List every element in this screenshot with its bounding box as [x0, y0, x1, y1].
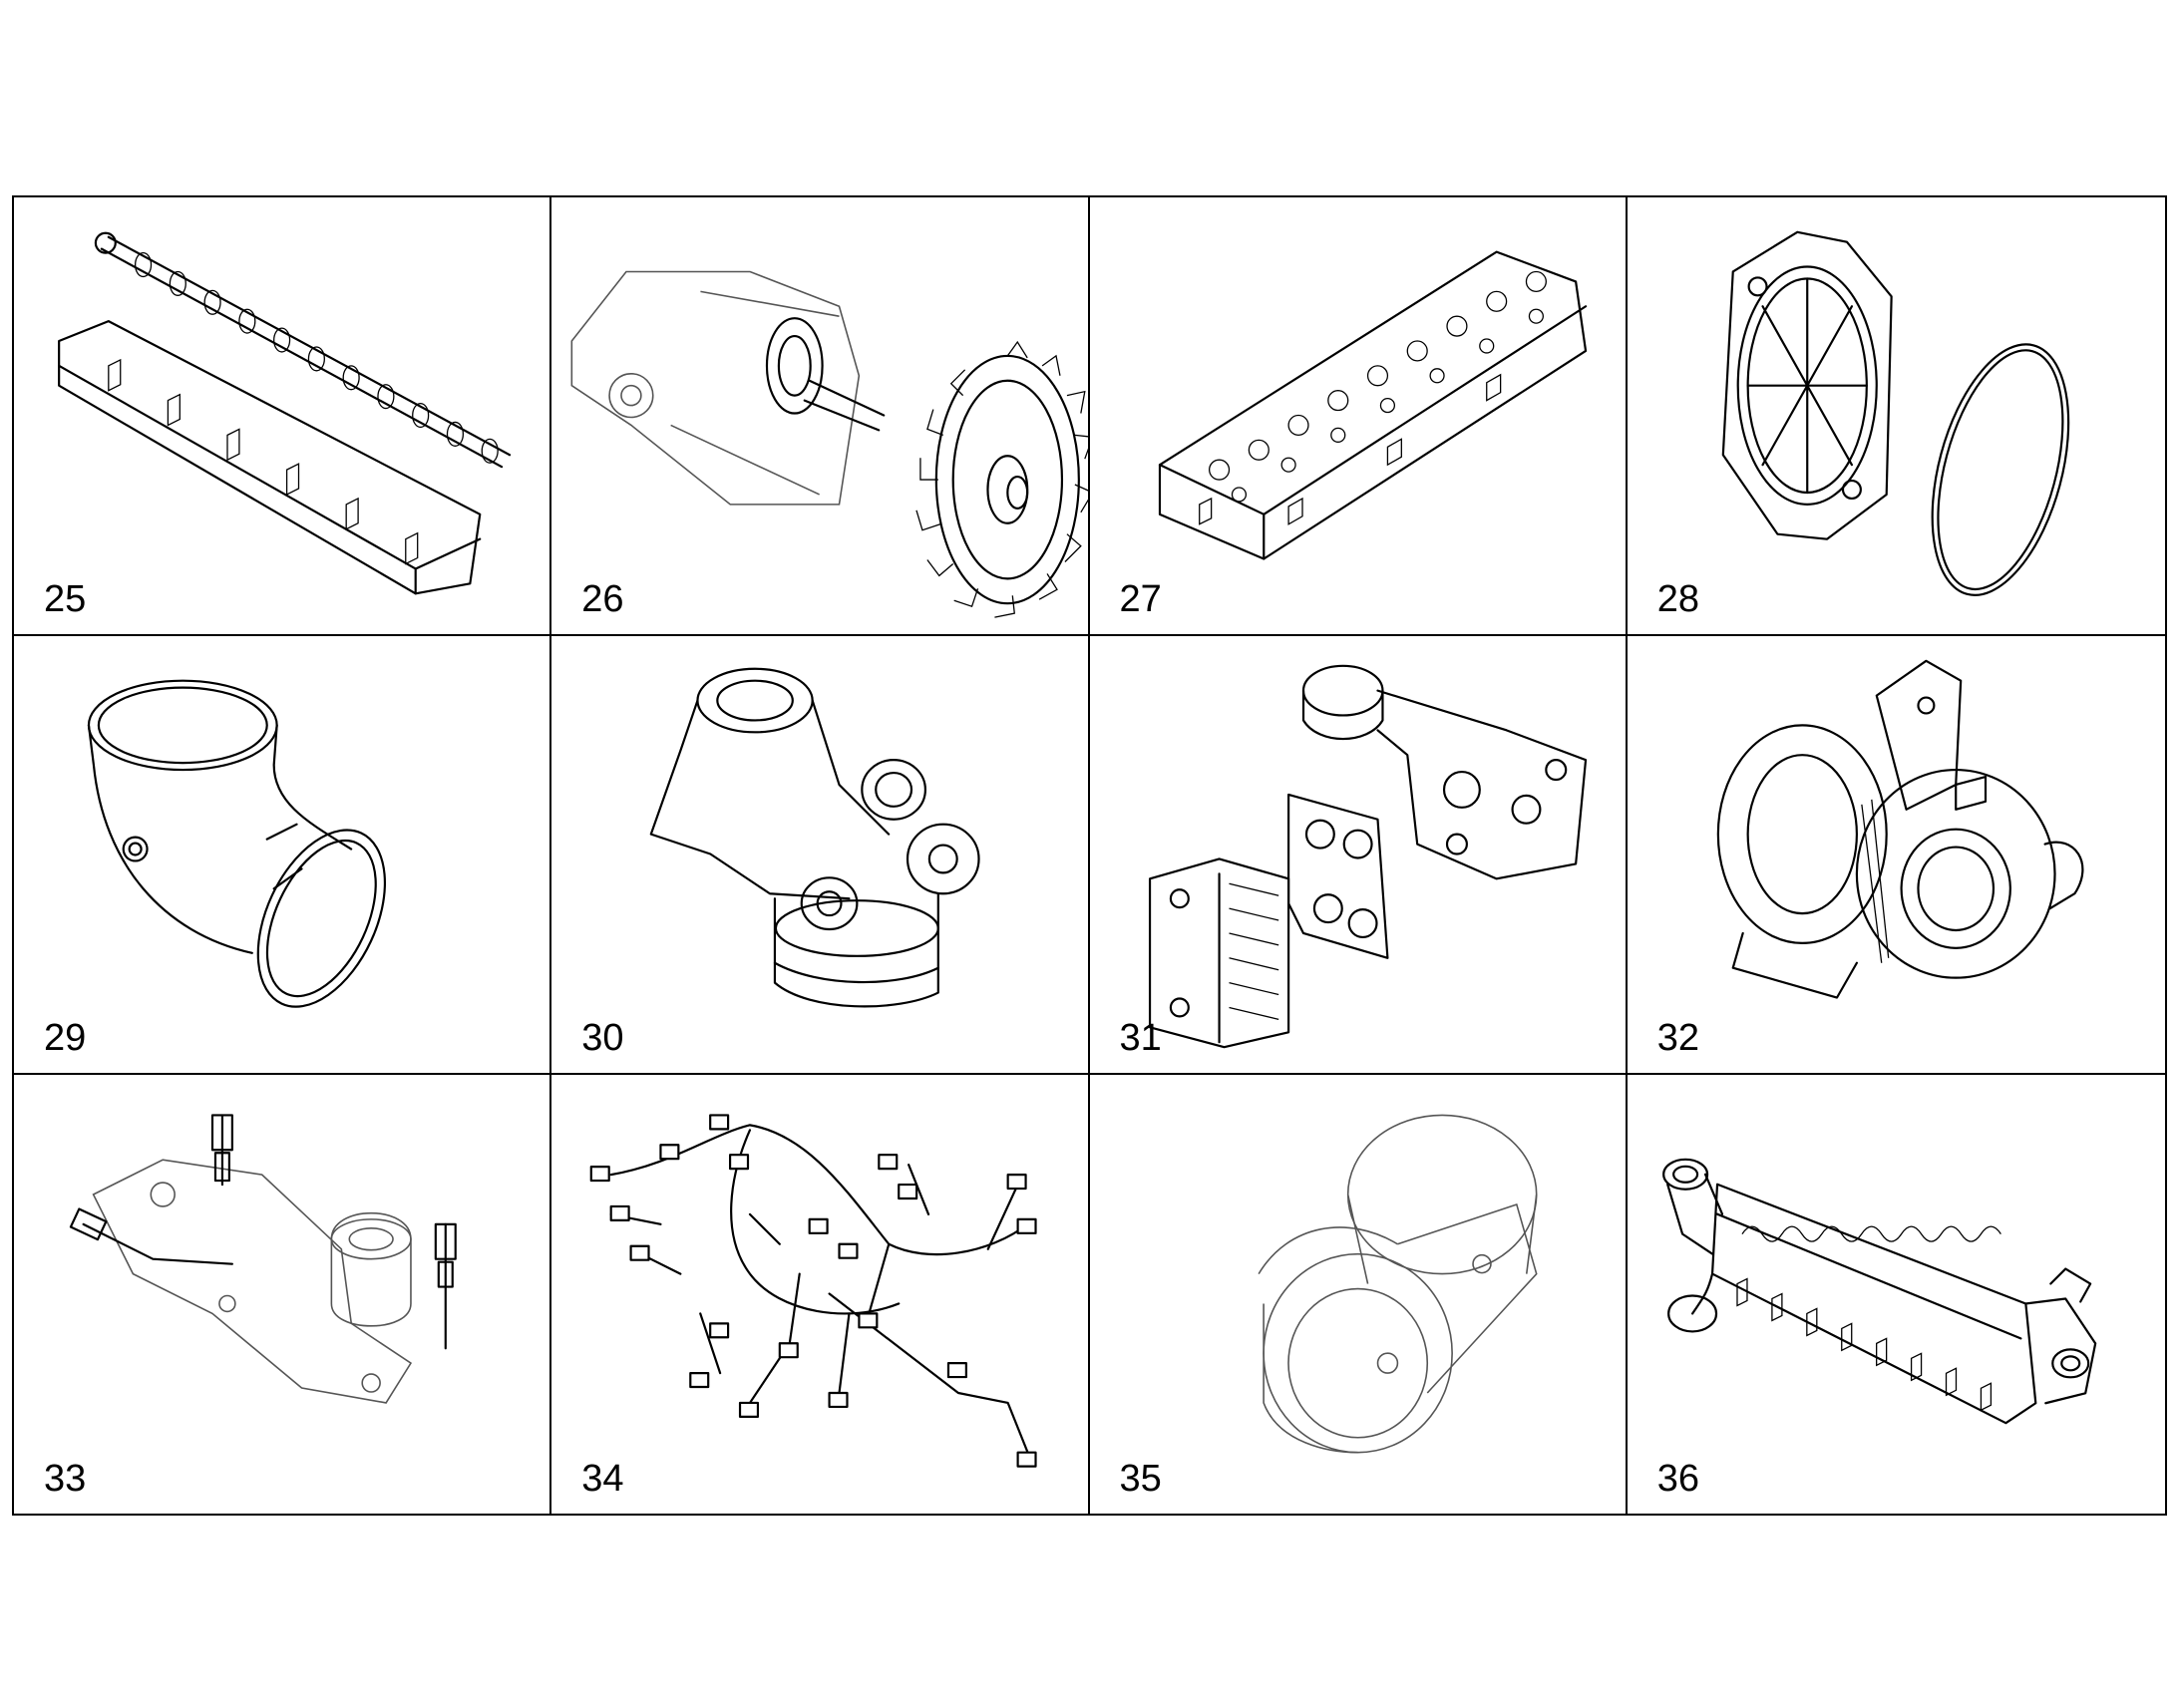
part-cell-28: 28: [1627, 197, 2165, 636]
cylinder-head-icon: [1158, 250, 1587, 560]
wiring-harness-icon: [589, 1114, 1037, 1468]
part-number-label: 28: [1656, 578, 1700, 620]
thermostat-housing-icon: [649, 667, 980, 1008]
part-cell-31: 31: [1089, 636, 1628, 1075]
part-number-label: 32: [1656, 1017, 1700, 1059]
part-number-label: 31: [1119, 1017, 1162, 1059]
part-number-label: 34: [581, 1458, 624, 1500]
part-cell-36: 36: [1628, 1075, 2165, 1514]
oil-cooler-icon: [1148, 664, 1587, 1049]
part-cell-29: 29: [14, 636, 552, 1075]
part-cell-27: 27: [1089, 197, 1628, 636]
part-number-label: 36: [1656, 1458, 1700, 1500]
camshaft-icon: [58, 231, 512, 595]
part-cell-25: 25: [14, 197, 552, 636]
part-number-label: 29: [44, 1017, 87, 1059]
turbocharger-icon: [1716, 659, 2084, 999]
part-number-label: 33: [44, 1458, 87, 1500]
pump-gear-icon: [570, 270, 1088, 618]
parts-grid: 25 26: [12, 195, 2167, 1516]
part-cell-30: 30: [551, 636, 1090, 1075]
part-cell-26: 26: [551, 197, 1090, 636]
egr-cooler-icon: [1661, 1158, 2097, 1425]
part-cell-35: 35: [1090, 1075, 1628, 1514]
belt-tensioner-icon: [1257, 1114, 1538, 1454]
part-number-label: 27: [1119, 578, 1162, 620]
oil-module-sensors-icon: [69, 1114, 457, 1404]
elbow-pipe-icon: [87, 679, 387, 1008]
part-number-label: 35: [1119, 1458, 1162, 1500]
part-cell-34: 34: [551, 1075, 1090, 1514]
part-cell-33: 33: [14, 1075, 552, 1514]
part-number-label: 26: [581, 578, 624, 620]
part-cell-32: 32: [1627, 636, 2165, 1075]
cover-plate-icon: [1721, 230, 2069, 596]
part-number-label: 25: [44, 578, 87, 620]
part-number-label: 30: [581, 1017, 624, 1059]
